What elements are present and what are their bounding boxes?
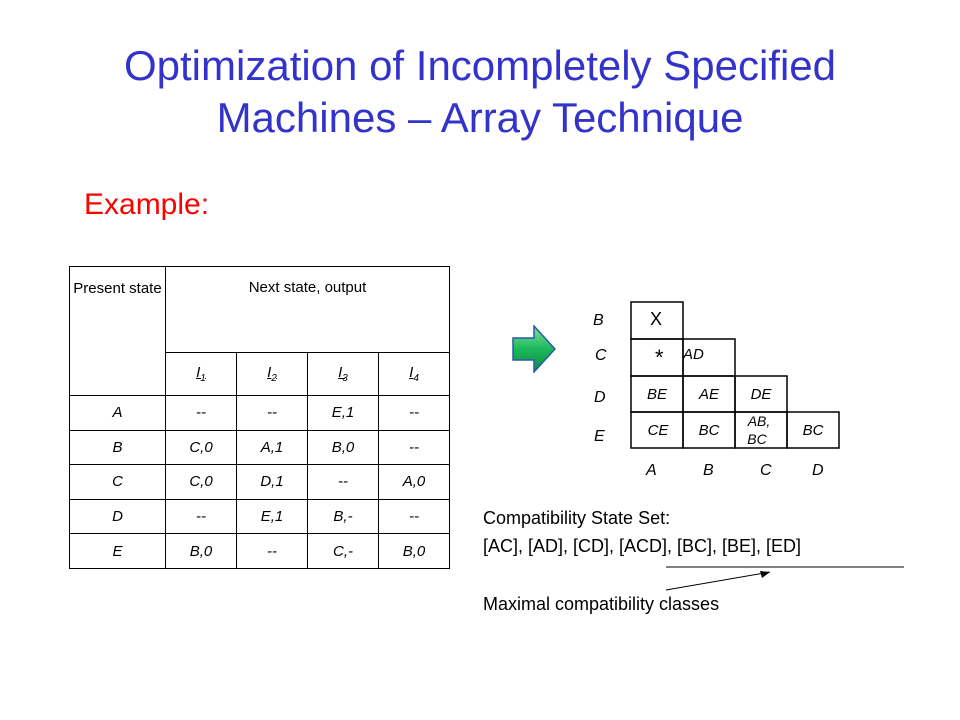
chart-row-label-c: C	[595, 347, 607, 364]
next-state-cell: B,0	[377, 533, 451, 569]
next-state-cell: A,1	[236, 429, 308, 466]
slide-title-line2: Machines – Array Technique	[216, 94, 744, 141]
next-state-cell: B,0	[307, 429, 379, 466]
next-state-cell: B,0	[165, 533, 237, 569]
next-state-cell: --	[165, 395, 237, 431]
input-header-2: I2	[236, 352, 308, 396]
input-header-1: I1	[165, 352, 237, 396]
implication-chart-grid	[630, 301, 840, 449]
chart-cell-ea: CE	[647, 422, 669, 439]
next-state-cell: --	[236, 395, 308, 431]
compatibility-list: [AC], [AD], [CD], [ACD], [BC], [BE], [ED…	[483, 536, 802, 556]
chart-cell-ed: BC	[802, 422, 824, 439]
chart-row-label-e: E	[594, 428, 605, 445]
state-cell: D	[69, 498, 166, 535]
next-state-cell: --	[377, 395, 451, 431]
state-cell: A	[69, 395, 166, 431]
input-header-3: I3	[307, 352, 379, 396]
table-row: A -- -- E,1 --	[69, 395, 451, 431]
next-state-cell: A,0	[377, 464, 451, 500]
table-row: D -- E,1 B,- --	[69, 498, 451, 535]
next-state-cell: E,1	[236, 498, 308, 535]
right-arrow-icon	[512, 325, 556, 373]
chart-cell-da: BE	[646, 386, 667, 403]
maximal-classes-label: Maximal compatibility classes	[483, 594, 720, 614]
chart-col-label-b: B	[703, 462, 714, 479]
next-state-cell: --	[307, 464, 379, 500]
table-row: B C,0 A,1 B,0 --	[69, 429, 451, 466]
chart-cell-cb: AD	[683, 346, 704, 363]
slide-title: Optimization of Incompletely Specified M…	[0, 40, 960, 144]
slide-title-line1: Optimization of Incompletely Specified	[123, 42, 836, 89]
chart-cell-ca: *	[655, 345, 664, 370]
pointer-arrow-icon	[665, 566, 904, 591]
header-present-state: Present state	[69, 266, 166, 396]
compatibility-title: Compatibility State Set:	[483, 508, 671, 528]
chart-cell-ba: X	[650, 309, 663, 329]
state-table: Present state Next state, output I1 I2 I…	[69, 266, 451, 569]
input-header-4: I4	[377, 352, 451, 396]
chart-cell-ec-line2: BC	[747, 431, 767, 447]
state-cell: C	[69, 464, 166, 500]
table-row: C C,0 D,1 -- A,0	[69, 464, 451, 500]
chart-cell-eb: BC	[698, 422, 720, 439]
chart-row-label-b: B	[593, 312, 604, 329]
next-state-cell: --	[165, 498, 237, 535]
next-state-cell: --	[377, 429, 451, 466]
next-state-cell: --	[377, 498, 451, 535]
next-state-cell: C,0	[165, 429, 237, 466]
chart-col-label-a: A	[646, 462, 657, 479]
chart-cell-dc: DE	[750, 386, 772, 403]
state-cell: B	[69, 429, 166, 466]
chart-cell-db: AE	[698, 386, 719, 403]
next-state-cell: B,-	[307, 498, 379, 535]
state-cell: E	[69, 533, 166, 569]
chart-row-label-d: D	[594, 389, 606, 406]
next-state-cell: --	[236, 533, 308, 569]
table-row: E B,0 -- C,- B,0	[69, 533, 451, 569]
next-state-cell: C,-	[307, 533, 379, 569]
chart-cell-ec-line1: AB,	[747, 413, 771, 429]
example-label: Example:	[84, 188, 210, 221]
next-state-cell: E,1	[307, 395, 379, 431]
next-state-cell: D,1	[236, 464, 308, 500]
next-state-cell: C,0	[165, 464, 237, 500]
header-next-state-output: Next state, output	[164, 266, 451, 353]
chart-col-label-c: C	[760, 462, 772, 479]
chart-col-label-d: D	[812, 462, 824, 479]
